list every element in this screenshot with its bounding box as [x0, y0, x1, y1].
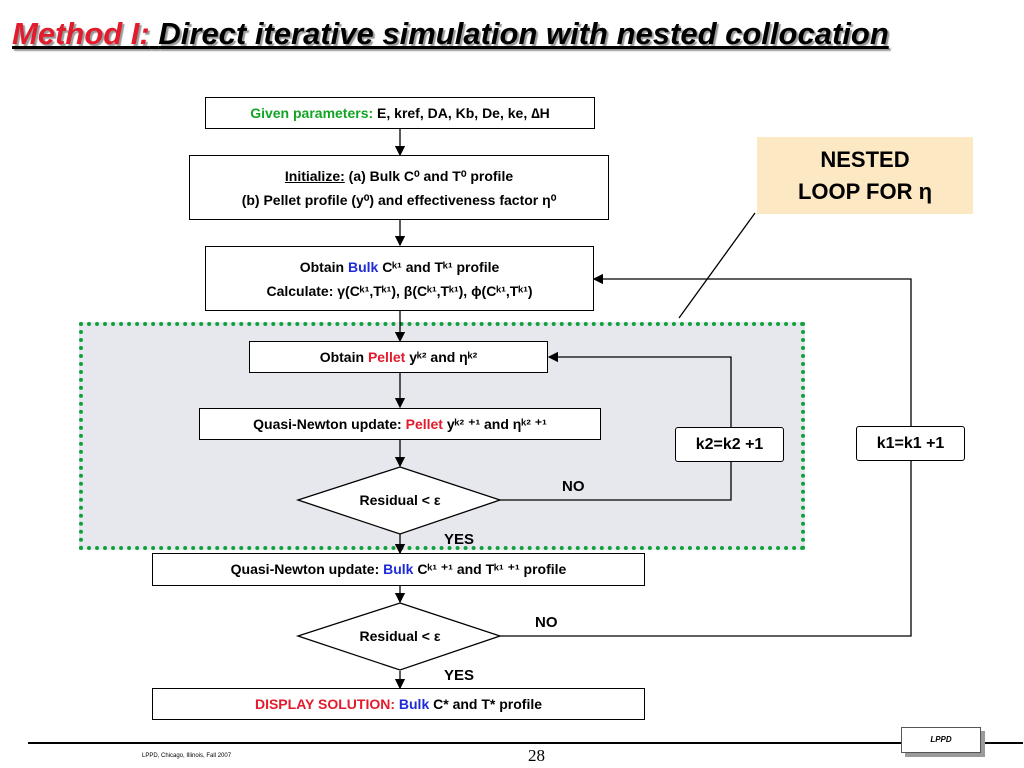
obtain-pellet-rest: yᵏ² and ηᵏ² — [409, 349, 478, 365]
k1-increment-box: k1=k1 +1 — [856, 426, 965, 461]
init-heading: Initialize: — [284, 168, 345, 184]
given-values: E, kref, DA, Kb, De, ke, ∆H — [377, 105, 550, 121]
obtain-bulk-prefix: Obtain — [299, 259, 345, 275]
title-prefix: Method I: — [12, 16, 150, 51]
given-parameters-box: Given parameters: E, kref, DA, Kb, De, k… — [205, 97, 595, 129]
display-rest: C* and T* profile — [433, 696, 543, 712]
qn-pellet-word: Pellet — [405, 416, 443, 432]
display-solution-box: DISPLAY SOLUTION: Bulk C* and T* profile — [152, 688, 645, 720]
obtain-bulk-line2: Calculate: γ(Cᵏ¹,Tᵏ¹), β(Cᵏ¹,Tᵏ¹), ϕ(Cᵏ¹… — [266, 283, 533, 299]
qn-bulk-prefix: Quasi-Newton update: — [230, 561, 380, 577]
obtain-bulk-word: Bulk — [347, 259, 379, 275]
display-prefix: DISPLAY SOLUTION: — [254, 696, 395, 712]
obtain-bulk-box: Obtain Bulk Cᵏ¹ and Tᵏ¹ profile Calculat… — [205, 246, 594, 311]
qn-bulk-rest: Cᵏ¹ ⁺¹ and Tᵏ¹ ⁺¹ profile — [417, 561, 567, 577]
residual-2-text: Residual < ε — [359, 628, 441, 644]
title-main: Direct iterative simulation with nested … — [158, 16, 889, 51]
no-label-2: NO — [535, 614, 558, 631]
nested-loop-label: NESTED LOOP FOR η — [757, 137, 973, 214]
residual-diamond-1 — [295, 466, 503, 535]
display-bulk-word: Bulk — [398, 696, 430, 712]
footer-rule — [28, 742, 1023, 744]
no-label-1: NO — [562, 478, 585, 495]
residual-1-text: Residual < ε — [359, 492, 441, 508]
residual-diamond-2 — [295, 602, 503, 671]
obtain-pellet-box: Obtain Pellet yᵏ² and ηᵏ² — [249, 341, 548, 373]
nested-label-line1: NESTED — [820, 147, 910, 172]
qn-pellet-rest: yᵏ² ⁺¹ and ηᵏ² ⁺¹ — [446, 416, 547, 432]
init-line1: (a) Bulk C⁰ and T⁰ profile — [348, 168, 514, 184]
yes-label-1: YES — [444, 531, 475, 548]
obtain-bulk-rest: Cᵏ¹ and Tᵏ¹ profile — [382, 259, 500, 275]
yes-label-2: YES — [444, 667, 475, 684]
obtain-pellet-word: Pellet — [367, 349, 406, 365]
footer-credit: LPPD, Chicago, Illinois, Fall 2007 — [142, 753, 232, 759]
lppd-logo: LPPD — [901, 727, 981, 753]
qn-bulk-word: Bulk — [383, 561, 414, 577]
nested-label-line2: LOOP FOR η — [797, 179, 933, 204]
slide-title: Method I: Direct iterative simulation wi… — [12, 16, 1012, 60]
initialize-box: Initialize: (a) Bulk C⁰ and T⁰ profile (… — [189, 155, 609, 220]
k2-increment-box: k2=k2 +1 — [675, 427, 784, 462]
init-line2: (b) Pellet profile (y⁰) and effectivenes… — [241, 192, 557, 208]
nested-pointer-line — [678, 212, 756, 319]
qn-pellet-box: Quasi-Newton update: Pellet yᵏ² ⁺¹ and η… — [199, 408, 601, 440]
qn-bulk-box: Quasi-Newton update: Bulk Cᵏ¹ ⁺¹ and Tᵏ¹… — [152, 553, 645, 586]
page-number: 28 — [528, 746, 545, 765]
qn-pellet-prefix: Quasi-Newton update: — [253, 416, 402, 432]
given-label: Given parameters: — [250, 105, 374, 121]
obtain-pellet-prefix: Obtain — [319, 349, 365, 365]
